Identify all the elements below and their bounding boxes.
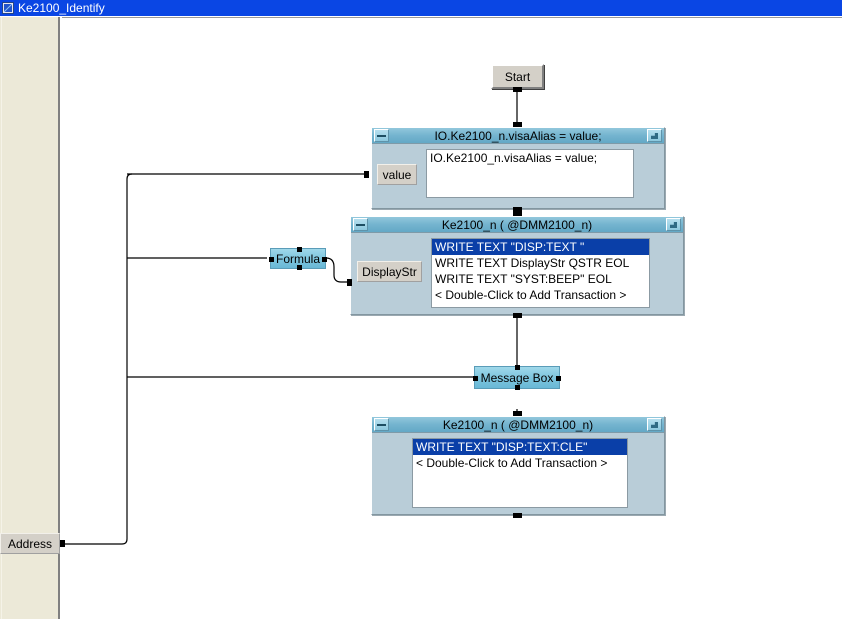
visa-alias-block-header[interactable]: IO.Ke2100_n.visaAlias = value; <box>372 128 664 144</box>
diagram-canvas[interactable]: Start IO.Ke2100_n.visaAlias = value; val… <box>62 17 842 619</box>
minimize-icon[interactable] <box>374 418 389 431</box>
minimize-icon[interactable] <box>374 129 389 142</box>
dmm-block-1-body: DisplayStr WRITE TEXT "DISP:TEXT " WRITE… <box>351 233 683 314</box>
dmm-block-1-title: Ke2100_n ( @DMM2100_n) <box>441 218 593 232</box>
selection-handle-left[interactable] <box>269 257 274 262</box>
formula-node-label: Formula <box>275 251 320 266</box>
visa-alias-block-input-port <box>513 122 522 127</box>
dmm-block-2-transaction-list[interactable]: WRITE TEXT "DISP:TEXT:CLE" < Double-Clic… <box>412 438 628 508</box>
canvas-top-border <box>62 17 842 18</box>
dmm-block-2[interactable]: Ke2100_n ( @DMM2100_n) WRITE TEXT "DISP:… <box>371 416 665 515</box>
start-node-output-port <box>513 87 522 92</box>
formula-node[interactable]: Formula <box>269 247 327 270</box>
start-node[interactable]: Start <box>491 64 544 89</box>
port-label-displaystr[interactable]: DisplayStr <box>357 261 422 282</box>
dmm-block-2-body: WRITE TEXT "DISP:TEXT:CLE" < Double-Clic… <box>372 433 664 514</box>
selection-handle-right[interactable] <box>322 257 327 262</box>
code-line: IO.Ke2100_n.visaAlias = value; <box>430 151 598 165</box>
dmm-block-1-header[interactable]: Ke2100_n ( @DMM2100_n) <box>351 217 683 233</box>
transaction-row[interactable]: WRITE TEXT "DISP:TEXT:CLE" <box>413 439 627 455</box>
visa-alias-block-body: value IO.Ke2100_n.visaAlias = value; <box>372 144 664 208</box>
address-io-label: Address <box>7 536 53 551</box>
message-box-node-label: Message Box <box>480 370 554 385</box>
dmm-block-2-output-port <box>513 513 522 518</box>
resize-icon[interactable] <box>647 129 662 142</box>
selection-handle-left[interactable] <box>473 376 478 381</box>
visa-alias-block[interactable]: IO.Ke2100_n.visaAlias = value; value IO.… <box>371 127 665 209</box>
minimize-icon[interactable] <box>353 218 368 231</box>
window-title: Ke2100_Identify <box>18 1 105 15</box>
tree-panel[interactable] <box>0 17 60 619</box>
dmm-block-2-input-port <box>513 411 522 416</box>
selection-handle-top[interactable] <box>515 365 520 370</box>
dmm-block-1-transaction-list[interactable]: WRITE TEXT "DISP:TEXT " WRITE TEXT Displ… <box>431 238 650 308</box>
selection-handle-bottom[interactable] <box>297 265 302 270</box>
window-titlebar[interactable]: Ke2100_Identify <box>0 0 842 16</box>
visa-alias-block-output-port <box>513 207 522 212</box>
address-io-node[interactable]: Address <box>0 533 60 554</box>
transaction-row[interactable]: < Double-Click to Add Transaction > <box>435 288 627 302</box>
transaction-row[interactable]: WRITE TEXT "DISP:TEXT " <box>432 239 649 255</box>
app-window-icon <box>2 2 14 14</box>
dmm-block-1[interactable]: Ke2100_n ( @DMM2100_n) DisplayStr WRITE … <box>350 216 684 315</box>
transaction-row[interactable]: WRITE TEXT "SYST:BEEP" EOL <box>435 272 612 286</box>
visa-alias-code-box[interactable]: IO.Ke2100_n.visaAlias = value; <box>426 149 634 198</box>
resize-icon[interactable] <box>647 418 662 431</box>
dmm-block-2-header[interactable]: Ke2100_n ( @DMM2100_n) <box>372 417 664 433</box>
selection-handle-right[interactable] <box>556 376 561 381</box>
transaction-row[interactable]: < Double-Click to Add Transaction > <box>416 456 608 470</box>
resize-icon[interactable] <box>666 218 681 231</box>
panel-inner-highlight <box>1 17 2 619</box>
transaction-row[interactable]: WRITE TEXT DisplayStr QSTR EOL <box>435 256 630 270</box>
dmm-block-2-title: Ke2100_n ( @DMM2100_n) <box>442 418 594 432</box>
selection-handle-bottom[interactable] <box>515 385 520 390</box>
dmm-block-1-input-port <box>513 211 522 216</box>
address-output-port <box>60 540 65 547</box>
dmm-block-1-output-port <box>513 313 522 318</box>
start-node-label: Start <box>504 69 531 84</box>
visa-alias-block-title: IO.Ke2100_n.visaAlias = value; <box>434 129 602 143</box>
port-label-value[interactable]: value <box>377 164 417 185</box>
selection-handle-top[interactable] <box>297 247 302 252</box>
message-box-node[interactable]: Message Box <box>473 365 561 390</box>
dmm-block-1-displaystr-input-port <box>347 279 352 286</box>
connection-wires <box>65 89 518 545</box>
visa-alias-value-input-port <box>364 171 369 178</box>
